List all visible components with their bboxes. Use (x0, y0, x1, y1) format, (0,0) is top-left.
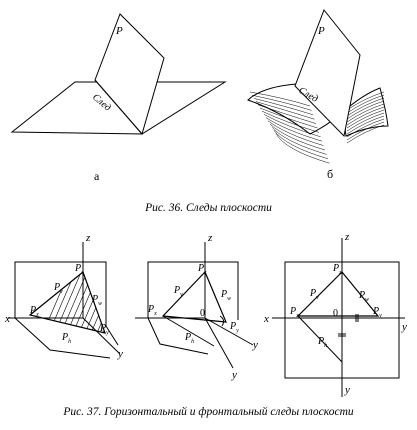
fig36b-plane-label: P (317, 25, 325, 37)
fig37-right-x-label: x (263, 313, 269, 325)
page-line (267, 120, 324, 146)
fig37-right-z-label: z (344, 231, 350, 243)
fig37-left-py: Py (99, 323, 109, 336)
fig36b-book-hatching (249, 91, 385, 164)
fig37-right-pw: Pw (358, 290, 369, 303)
fig37-mid-frame-bottom (147, 317, 209, 355)
fig37-left-z-label: z (85, 232, 91, 244)
fig37-mid-horizontal-trace (162, 315, 215, 347)
page-line (346, 106, 385, 126)
fig37-left-x-label: x (4, 313, 10, 325)
fig37-left-frame (14, 261, 119, 346)
fig37-left-triangle (28, 271, 106, 334)
fig37-right-py: Py (372, 306, 382, 319)
fig36a-plane-label: P (115, 25, 123, 37)
fig37-mid-y2-axis (204, 317, 234, 369)
fig37-left-frame-bottom (14, 317, 111, 359)
page-line (263, 114, 321, 138)
hatch-line (106, 270, 136, 340)
fig36b-plane-P (294, 9, 361, 138)
fig37-right-pz: Pz (332, 263, 342, 276)
fig37-mid-y1-label: y (252, 339, 258, 351)
page-line (346, 112, 385, 132)
fig37-right-y2-label: y (344, 384, 350, 396)
page-line (257, 104, 317, 124)
fig37-mid-py: Py (229, 321, 239, 334)
hatch-line (51, 272, 83, 333)
hatch-line (112, 270, 142, 340)
page-line (346, 118, 385, 138)
fig37-mid-ph: Ph (184, 332, 194, 345)
fig37-left-hatching (39, 270, 148, 340)
fig36b-drawing: P След б (247, 9, 389, 181)
fig37-mid-pv: Pv (173, 285, 183, 298)
fig37-right-frame (284, 261, 400, 379)
page-line (261, 110, 320, 133)
page-line (346, 115, 385, 135)
page-line (346, 97, 385, 117)
fig37-left-pz: Pz (74, 263, 84, 276)
fig36a-plane-P (94, 13, 165, 136)
fig37-left-pv: Pv (53, 282, 63, 295)
fig37-mid-arc (219, 315, 225, 327)
page-line (251, 94, 312, 111)
fig37-mid-pz: Pz (197, 263, 207, 276)
fig37-right-px: Px (289, 306, 299, 319)
fig37-left-ph: Ph (61, 332, 71, 345)
page-line (346, 100, 385, 120)
page-line (271, 127, 327, 155)
fig37-left-px: Px (29, 305, 39, 318)
fig37-mid-triangle-front (161, 270, 227, 323)
fig37-mid-y2-label: y (231, 369, 237, 381)
page-line (253, 98, 314, 116)
fig37-right-drawing: z x 0 y y Pz Pv Pw Px Py Ph (263, 231, 407, 397)
fig37-right-pv: Pv (309, 288, 319, 301)
hatch-line (118, 270, 148, 340)
fig37-mid-z-label: z (207, 232, 213, 244)
page-line (346, 94, 385, 114)
fig37-mid-pw: Pw (220, 289, 231, 302)
fig36b-right-page (342, 87, 389, 137)
fig37-left-drawing: z x y Pz Pv Pw Px Py Ph (4, 232, 148, 360)
fig36a-drawing: P След а (10, 13, 227, 183)
hatch-line (93, 272, 105, 333)
fig37-right-origin: 0 (333, 308, 338, 319)
fig36a-trace-line (94, 79, 143, 135)
page-line (259, 107, 318, 129)
page-line (255, 101, 315, 120)
fig36a-panel-label: а (94, 169, 100, 183)
fig37-mid-frame (147, 261, 239, 320)
fig37-left-pw: Pw (91, 294, 102, 307)
fig36b-panel-label: б (327, 167, 333, 181)
fig37-right-y1-label: y (401, 321, 407, 333)
fig37-mid-px: Px (147, 304, 157, 317)
page-line (249, 91, 311, 107)
figure37-caption: Рис. 37. Горизонтальный и фронтальный сл… (63, 406, 354, 418)
fig37-right-ph: Ph (317, 336, 327, 349)
page-line (265, 117, 323, 142)
page-line (269, 123, 326, 151)
fig37-right-horizontal-trace (297, 315, 343, 363)
figure36-caption: Рис. 36. Следы плоскости (145, 202, 272, 214)
page-line (273, 130, 329, 160)
hatch-line (45, 272, 77, 333)
fig37-middle-drawing: z 0 y y Pz Pv Pw Px Py Ph (135, 232, 258, 381)
fig37-right-triangle (296, 271, 380, 317)
fig37-left-y-label: y (117, 348, 123, 360)
page-line (346, 109, 385, 129)
fig37-mid-y1-axis (204, 317, 254, 346)
page-line (275, 133, 330, 164)
page-line (346, 103, 385, 123)
hatch-line (39, 272, 71, 333)
fig37-mid-origin: 0 (200, 308, 205, 319)
